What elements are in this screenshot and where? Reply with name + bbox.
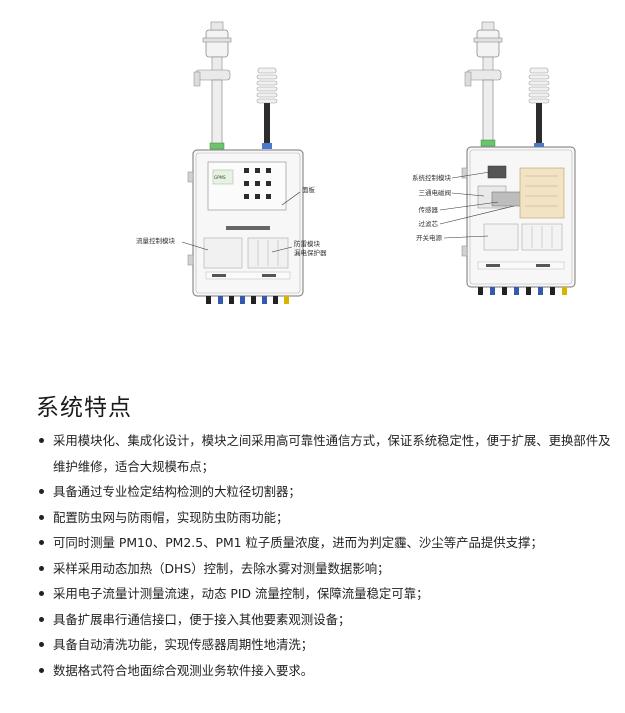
label-leak-protector: 漏电保护器 bbox=[294, 248, 327, 257]
label-power-supply: 开关电源 bbox=[416, 233, 443, 242]
label-three-way-valve: 三通电磁阀 bbox=[419, 188, 452, 197]
label-insect-module: 防雷模块 bbox=[294, 239, 321, 248]
feature-item: 采用电子流量计测量流速，动态 PID 流量控制，保障流量稳定可靠； bbox=[36, 581, 611, 607]
label-system-control: 系统控制模块 bbox=[412, 173, 452, 182]
svg-text:GPMS: GPMS bbox=[214, 175, 226, 180]
feature-item: 具备自动清洗功能，实现传感器周期性地清洗； bbox=[36, 632, 611, 658]
feature-item: 具备通过专业检定结构检测的大粒径切割器； bbox=[36, 479, 611, 505]
front-device: GPMS 面板 流量控制模块 bbox=[136, 21, 327, 304]
feature-item: 采用模块化、集成化设计，模块之间采用高可靠性通信方式，保证系统稳定性，便于扩展、… bbox=[36, 428, 611, 479]
device-illustration: GPMS 面板 流量控制模块 bbox=[136, 21, 576, 304]
feature-item: 配置防虫网与防雨帽，实现防虫防雨功能； bbox=[36, 505, 611, 531]
section-title: 系统特点 bbox=[36, 395, 132, 421]
radiation-shield bbox=[256, 67, 278, 149]
feature-item: 采样采用动态加热（DHS）控制，去除水雾对测量数据影响； bbox=[36, 556, 611, 582]
feature-item: 数据格式符合地面综合观测业务软件接入要求。 bbox=[36, 658, 611, 684]
label-panel: 面板 bbox=[302, 185, 316, 194]
open-device: 系统控制模块 三通电磁阀 传感器 过滤芯 开关电源 bbox=[412, 21, 576, 295]
label-filter: 过滤芯 bbox=[419, 219, 439, 228]
feature-item: 具备扩展串行通信接口，便于接入其他要素观测设备； bbox=[36, 607, 611, 633]
feature-list: 采用模块化、集成化设计，模块之间采用高可靠性通信方式，保证系统稳定性，便于扩展、… bbox=[36, 428, 611, 683]
feature-item: 可同时测量 PM10、PM2.5、PM1 粒子质量浓度，进而为判定霾、沙尘等产品… bbox=[36, 530, 611, 556]
label-sensor: 传感器 bbox=[419, 205, 439, 214]
label-flow-module: 流量控制模块 bbox=[136, 236, 176, 245]
